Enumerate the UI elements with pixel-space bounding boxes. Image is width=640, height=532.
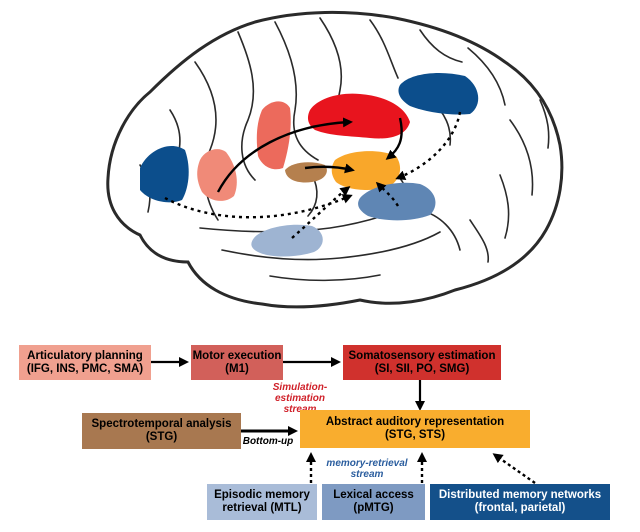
simulation-estimation-stream-label: Simulation-estimation stream bbox=[250, 382, 350, 415]
abstract-auditory-title: Abstract auditory representation bbox=[325, 416, 505, 428]
motor-execution-box: Motor execution (M1) bbox=[191, 345, 283, 380]
somatosensory-estimation-box: Somatosensory estimation (SI, SII, PO, S… bbox=[343, 345, 501, 380]
region-parietal bbox=[398, 73, 479, 115]
distributed-memory-networks-box: Distributed memory networks (frontal, pa… bbox=[430, 484, 610, 520]
brain-illustration bbox=[106, 10, 564, 309]
region-premotor bbox=[197, 149, 237, 201]
somatosensory-title: Somatosensory estimation bbox=[348, 349, 496, 362]
episodic-memory-retrieval-box: Episodic memory retrieval (MTL) bbox=[207, 484, 317, 520]
abstract-auditory-regions: (STG, STS) bbox=[384, 429, 446, 441]
somatosensory-regions: (SI, SII, PO, SMG) bbox=[374, 362, 470, 375]
region-ifg bbox=[140, 146, 189, 203]
episodic-title: Episodic memory bbox=[214, 489, 310, 501]
articulatory-planning-box: Articulatory planning (IFG, INS, PMC, SM… bbox=[19, 345, 151, 380]
brain-arrows bbox=[216, 117, 403, 193]
motor-title: Motor execution bbox=[192, 349, 282, 362]
spectrotemporal-analysis-box: Spectrotemporal analysis (STG) bbox=[82, 413, 241, 449]
bottom-up-text: Bottom-up bbox=[242, 436, 294, 447]
memory-retrieval-stream-label: memory-retrieval stream bbox=[322, 458, 412, 480]
simulation-stream-line2: stream bbox=[250, 404, 350, 415]
lexical-regions: (pMTG) bbox=[353, 502, 394, 514]
bottom-up-label: Bottom-up bbox=[240, 436, 296, 447]
region-somatosensory bbox=[307, 93, 410, 139]
distributed-title: Distributed memory networks bbox=[438, 489, 602, 501]
memory-stream-line1: memory-retrieval bbox=[326, 458, 408, 469]
distributed-regions: (frontal, parietal) bbox=[474, 502, 566, 514]
lexical-title: Lexical access bbox=[333, 489, 414, 501]
brain-dotted-arrows bbox=[164, 111, 462, 239]
episodic-regions: retrieval (MTL) bbox=[222, 502, 302, 514]
region-stg bbox=[331, 151, 401, 190]
abstract-auditory-representation-box: Abstract auditory representation (STG, S… bbox=[300, 410, 530, 448]
articulatory-title: Articulatory planning bbox=[27, 349, 143, 362]
region-m1 bbox=[256, 101, 291, 170]
articulatory-regions: (IFG, INS, PMC, SMA) bbox=[26, 362, 144, 375]
region-mtl bbox=[251, 224, 323, 257]
spectrotemporal-title: Spectrotemporal analysis bbox=[91, 418, 232, 430]
spectrotemporal-regions: (STG) bbox=[145, 431, 178, 443]
simulation-stream-line1: Simulation-estimation bbox=[272, 382, 328, 404]
memory-stream-line2: stream bbox=[350, 469, 384, 480]
lexical-access-box: Lexical access (pMTG) bbox=[322, 484, 425, 520]
motor-regions: (M1) bbox=[225, 362, 249, 375]
arrow-distributed-to-abstract bbox=[492, 453, 536, 484]
